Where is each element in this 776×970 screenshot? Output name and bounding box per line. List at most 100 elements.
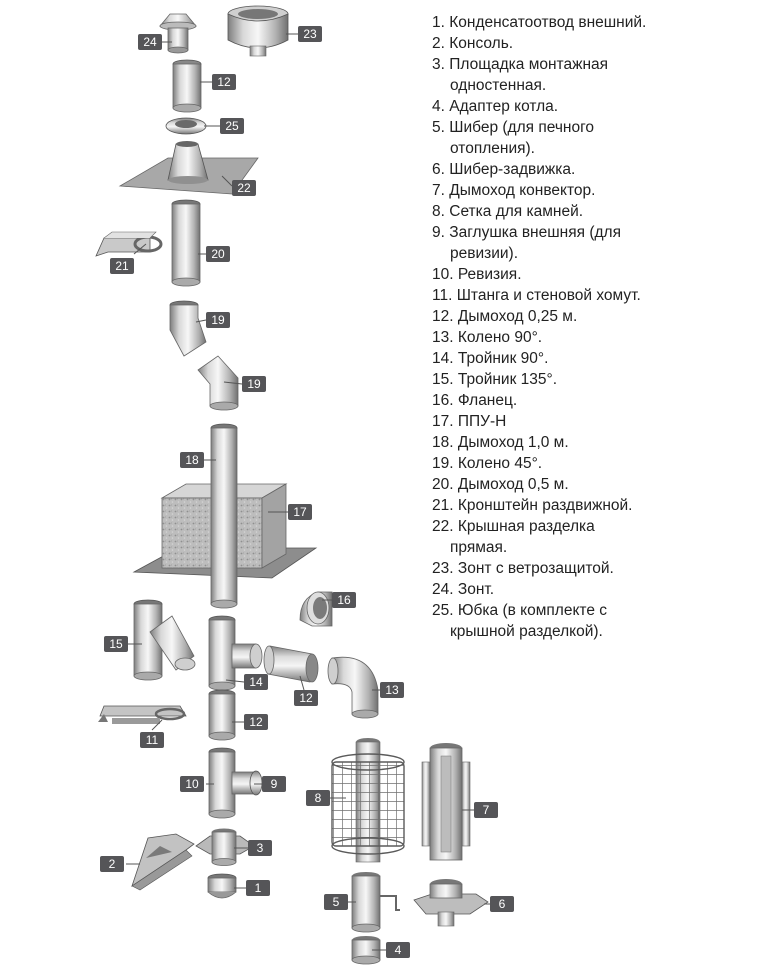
elbow-90-part bbox=[327, 656, 379, 719]
boiler-adapter-part bbox=[351, 936, 381, 965]
tee-135-part bbox=[133, 599, 196, 681]
callout-24: 24 bbox=[138, 34, 162, 50]
legend-item: 7. Дымоход конвектор. bbox=[432, 180, 772, 201]
callout-16: 16 bbox=[332, 592, 356, 608]
legend-item: 2. Консоль. bbox=[432, 33, 772, 54]
legend-number: 18. bbox=[432, 434, 454, 451]
callout-7: 7 bbox=[474, 802, 498, 818]
legend-text: Консоль. bbox=[449, 35, 514, 52]
parts-legend: 1. Конденсатоотвод внешний. 2. Консоль. … bbox=[432, 12, 772, 642]
legend-text: Зонт с ветрозащитой. bbox=[457, 560, 614, 577]
callout-19-bottom: 19 bbox=[242, 376, 266, 392]
callout-13: 13 bbox=[380, 682, 404, 698]
pipe-025-part-lower bbox=[208, 689, 236, 741]
callout-14: 14 bbox=[244, 674, 268, 690]
legend-number: 23. bbox=[432, 560, 454, 577]
callout-10: 10 bbox=[180, 776, 204, 792]
legend-text: Шибер (для печного bbox=[449, 119, 595, 136]
callout-15: 15 bbox=[104, 636, 128, 652]
callout-19-top-text: 19 bbox=[211, 313, 225, 327]
stone-mesh-part bbox=[331, 738, 405, 863]
console-part bbox=[131, 833, 195, 891]
umbrella-part bbox=[159, 13, 197, 54]
callout-25-text: 25 bbox=[225, 119, 239, 133]
callout-1-text: 1 bbox=[255, 881, 262, 895]
mounting-platform-part bbox=[195, 828, 255, 866]
callout-25: 25 bbox=[220, 118, 244, 134]
callout-14-text: 14 bbox=[249, 675, 263, 689]
callout-3: 3 bbox=[248, 840, 272, 856]
callout-23: 23 bbox=[298, 26, 322, 42]
callout-12-lower-text: 12 bbox=[249, 715, 263, 729]
callout-20-text: 20 bbox=[211, 247, 225, 261]
legend-item: 4. Адаптер котла. bbox=[432, 96, 772, 117]
callout-7-text: 7 bbox=[483, 803, 490, 817]
revision-part bbox=[208, 747, 255, 819]
callout-3-text: 3 bbox=[257, 841, 264, 855]
legend-text: Тройник 135°. bbox=[457, 371, 558, 388]
flange-part bbox=[299, 591, 333, 627]
legend-item: 14. Тройник 90°. bbox=[432, 348, 772, 369]
legend-item: 1. Конденсатоотвод внешний. bbox=[432, 12, 772, 33]
legend-text: Колено 90°. bbox=[457, 329, 543, 346]
legend-text: Штанга и стеновой хомут. bbox=[456, 287, 641, 304]
legend-text: Сетка для камней. bbox=[449, 203, 584, 220]
callout-22-text: 22 bbox=[237, 181, 251, 195]
external-plug-part bbox=[249, 770, 263, 796]
elbow-45-part-top bbox=[169, 300, 207, 357]
legend-item: 18. Дымоход 1,0 м. bbox=[432, 432, 772, 453]
legend-item: 13. Колено 90°. bbox=[432, 327, 772, 348]
elbow-45-part-bottom bbox=[197, 355, 239, 411]
pipe-025-part-top bbox=[172, 59, 202, 113]
legend-text-continued: одностенная. bbox=[450, 77, 547, 94]
gate-damper-part bbox=[413, 879, 489, 927]
legend-item: 15. Тройник 135°. bbox=[432, 369, 772, 390]
legend-number: 8. bbox=[432, 203, 445, 220]
legend-number: 7. bbox=[432, 182, 445, 199]
legend-number: 15. bbox=[432, 371, 454, 388]
callout-20: 20 bbox=[206, 246, 230, 262]
legend-number: 19. bbox=[432, 455, 454, 472]
legend-number: 2. bbox=[432, 35, 445, 52]
callout-13-text: 13 bbox=[385, 683, 399, 697]
callout-9: 9 bbox=[262, 776, 286, 792]
callout-12-top-text: 12 bbox=[217, 75, 231, 89]
legend-number: 9. bbox=[432, 224, 445, 241]
rod-wall-clamp-part bbox=[98, 705, 187, 724]
callout-5: 5 bbox=[324, 894, 348, 910]
skirt-part bbox=[165, 117, 207, 135]
callout-4-text: 4 bbox=[395, 943, 402, 957]
legend-number: 13. bbox=[432, 329, 454, 346]
callout-10-text: 10 bbox=[185, 777, 199, 791]
legend-number: 16. bbox=[432, 392, 454, 409]
legend-item: 21. Кронштейн раздвижной. bbox=[432, 495, 772, 516]
callout-16-text: 16 bbox=[337, 593, 351, 607]
callout-6-text: 6 bbox=[499, 897, 506, 911]
legend-text-continued: отопления). bbox=[450, 140, 535, 157]
callout-17-text: 17 bbox=[293, 505, 307, 519]
legend-text: Дымоход 0,25 м. bbox=[457, 308, 578, 325]
callout-5-text: 5 bbox=[333, 895, 340, 909]
legend-item: 20. Дымоход 0,5 м. bbox=[432, 474, 772, 495]
callout-4: 4 bbox=[386, 942, 410, 958]
legend-text-continued: ревизии). bbox=[450, 245, 519, 262]
legend-item: 16. Фланец. bbox=[432, 390, 772, 411]
legend-number: 25. bbox=[432, 602, 454, 619]
callout-15-text: 15 bbox=[109, 637, 123, 651]
legend-text: Конденсатоотвод внешний. bbox=[449, 14, 647, 31]
callout-2-text: 2 bbox=[109, 857, 116, 871]
callout-21: 21 bbox=[110, 258, 134, 274]
legend-text: Юбка (в комплекте с bbox=[457, 602, 608, 619]
legend-item: 8. Сетка для камней. bbox=[432, 201, 772, 222]
legend-text-continued: крышной разделкой). bbox=[450, 623, 603, 640]
legend-item: 10. Ревизия. bbox=[432, 264, 772, 285]
callout-17: 17 bbox=[288, 504, 312, 520]
legend-item: 17. ППУ-Н bbox=[432, 411, 772, 432]
callout-12-lower: 12 bbox=[244, 714, 268, 730]
legend-text-continued: прямая. bbox=[450, 539, 508, 556]
